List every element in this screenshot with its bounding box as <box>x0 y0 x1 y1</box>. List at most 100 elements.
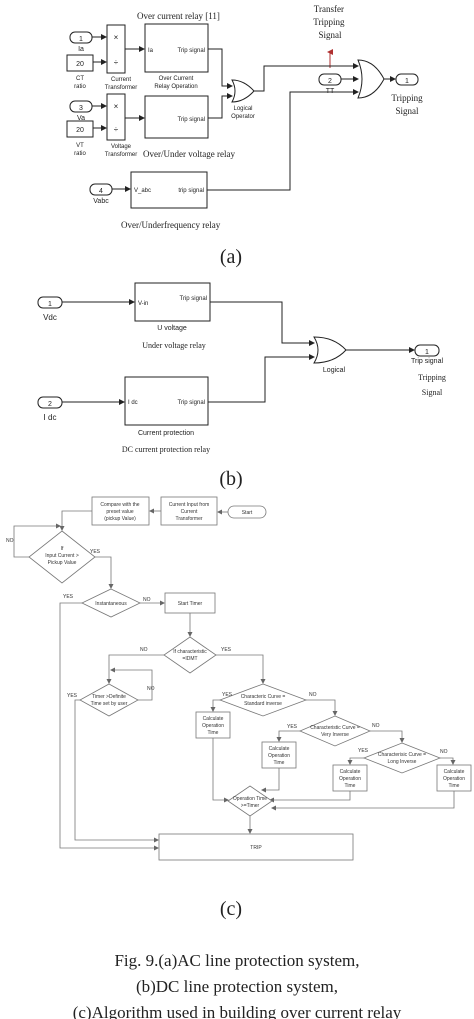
logical-gate-label: Logical <box>323 367 346 374</box>
undervoltage-relay-output: Trip signal <box>178 117 205 123</box>
fc-very-inverse-line2: Very Inverse <box>321 732 349 738</box>
oc-to-logic-wire <box>208 48 233 89</box>
overcurrent-relay-block[interactable] <box>144 23 209 73</box>
fc-calc-3-line2: Operation <box>339 776 361 782</box>
ia-inport-number: 1 <box>79 36 83 43</box>
trip-signal-outport[interactable] <box>414 344 440 357</box>
fc-timer-definite-line1: Timer >Definite <box>92 694 126 700</box>
ct-ratio-label-line2: ratio <box>74 84 86 90</box>
fc-long-inverse-decision[interactable] <box>362 742 442 774</box>
overcurrent-relay-output: Trip signal <box>178 48 205 54</box>
fc-current-input[interactable] <box>160 496 218 526</box>
frequency-relay-input: V_abc <box>134 188 151 194</box>
overcurrent-title: Over current relay [11] <box>137 11 220 21</box>
vabc-inport-name: Vabc <box>93 198 109 205</box>
tripping-signal-line2: Signal <box>395 106 419 116</box>
fc-no-label-2: NO <box>143 597 151 603</box>
ct-divide-symbol: ÷ <box>114 58 119 67</box>
fc-calc1-to-optime <box>212 738 229 803</box>
fc-if-current-line3: Pickup Value <box>48 560 77 566</box>
fc-very-inverse-decision[interactable] <box>298 715 372 747</box>
fc-standard-inverse-line1: Characteric Curve = <box>241 694 286 700</box>
fc-very-inverse-label: Characteristic Curve =Very Inverse <box>310 725 360 738</box>
panel-b: 1 Vdc V-in Trip signal U voltage Under v… <box>37 282 446 490</box>
voltage-transformer-line2: Transformer <box>105 152 137 158</box>
fc-current-input-line2: Current <box>181 509 198 515</box>
fc-trip[interactable] <box>158 833 354 861</box>
logical-operator-line2: Operator <box>231 114 255 120</box>
fc-op-time-line1: Operation Time <box>233 796 267 802</box>
fc-op-time-line2: >=Timer <box>241 803 260 809</box>
tripping-outport-number: 1 <box>405 78 409 85</box>
fc-compare-line3: (pickup Value) <box>104 516 136 522</box>
vt-ratio-label-line2: ratio <box>74 151 86 157</box>
fc-long-inverse-line2: Long Inverse <box>388 759 417 765</box>
ia-inport-name: Ia <box>78 46 84 53</box>
fc-trip-label: TRIP <box>250 845 262 851</box>
fc-instantaneous-decision[interactable] <box>81 588 141 618</box>
tripping-signal-b-line2: Signal <box>422 388 443 397</box>
u-voltage-input: V-in <box>138 301 148 307</box>
fc-no-label-7: NO <box>440 749 448 755</box>
voltage-transformer-block[interactable] <box>106 93 126 141</box>
voltage-transformer-line1: Voltage <box>111 144 132 150</box>
tripping-signal-line1: Tripping <box>391 93 423 103</box>
fc-compare[interactable] <box>91 496 150 526</box>
fc-calc-3-line3: Time <box>345 783 356 789</box>
fc-calc-op-time-2[interactable] <box>261 741 297 769</box>
figure-caption-line1: Fig. 9.(a)AC line protection system, <box>114 951 359 970</box>
undervoltage-relay-name: Over/Under voltage relay <box>143 149 235 159</box>
frequency-relay-name: Over/Underfrequency relay <box>121 220 221 230</box>
overcurrent-relay-name-line1: Over Current <box>159 76 194 82</box>
current-transformer-line2: Transformer <box>105 85 137 91</box>
vt-ratio-constant[interactable] <box>66 120 94 138</box>
transfer-tripping-line1: Transfer <box>314 4 344 14</box>
fc-idmt-decision[interactable] <box>163 636 217 674</box>
logic-to-or-wire <box>254 63 359 92</box>
current-transformer-line1: Current <box>111 77 131 83</box>
fc-very-yes <box>276 730 300 742</box>
tt-inport-number: 2 <box>328 78 332 85</box>
fc-standard-inverse-line2: Standard inverse <box>244 701 282 707</box>
fc-yes-label-1: YES <box>90 549 101 555</box>
undervoltage-relay-block[interactable] <box>144 95 209 139</box>
fc-calc3-to-optime <box>269 791 351 803</box>
figure-caption-line2: (b)DC line protection system, <box>136 977 338 996</box>
fc-start-timer-label: Start Timer <box>178 601 203 607</box>
current-protection-block[interactable] <box>124 376 209 426</box>
current-protection-name: Current protection <box>138 430 194 437</box>
panel-b-label: (b) <box>219 468 242 490</box>
ct-ratio-constant[interactable] <box>66 54 94 72</box>
fc-long-inverse-line1: Characterisic Curve = <box>378 752 426 758</box>
fc-if-current-decision[interactable] <box>28 530 96 584</box>
or-gate-a[interactable] <box>357 59 385 99</box>
fc-timer-definite-decision[interactable] <box>79 683 139 717</box>
trip-signal-outport-number: 1 <box>425 349 429 356</box>
tripping-outport[interactable] <box>395 73 419 86</box>
logical-operator-gate[interactable] <box>231 79 255 103</box>
fc-standard-inverse-decision[interactable] <box>218 683 308 717</box>
fc-compare-line2: preset value <box>106 509 133 515</box>
under-voltage-relay-caption: Under voltage relay <box>142 341 206 350</box>
fc-yes-label-5: YES <box>222 692 233 698</box>
fc-calc-1-line3: Time <box>208 730 219 736</box>
vdc-inport-number: 1 <box>48 301 52 308</box>
fc-calc-op-time-4[interactable] <box>436 764 472 792</box>
fc-calc-op-time-1[interactable] <box>195 711 231 739</box>
fc-no-label-4: NO <box>147 686 155 692</box>
u-voltage-block[interactable] <box>134 282 211 322</box>
fc-op-time-label: Operation Time>=Timer <box>233 796 267 809</box>
fc-calc2-to-optime <box>261 768 280 793</box>
fc-definite-no-loop <box>110 667 153 701</box>
overcurrent-relay-input: Ia <box>148 48 154 54</box>
fc-compare-line1: Compare with the <box>100 502 139 508</box>
logical-gate-b[interactable] <box>313 336 347 364</box>
